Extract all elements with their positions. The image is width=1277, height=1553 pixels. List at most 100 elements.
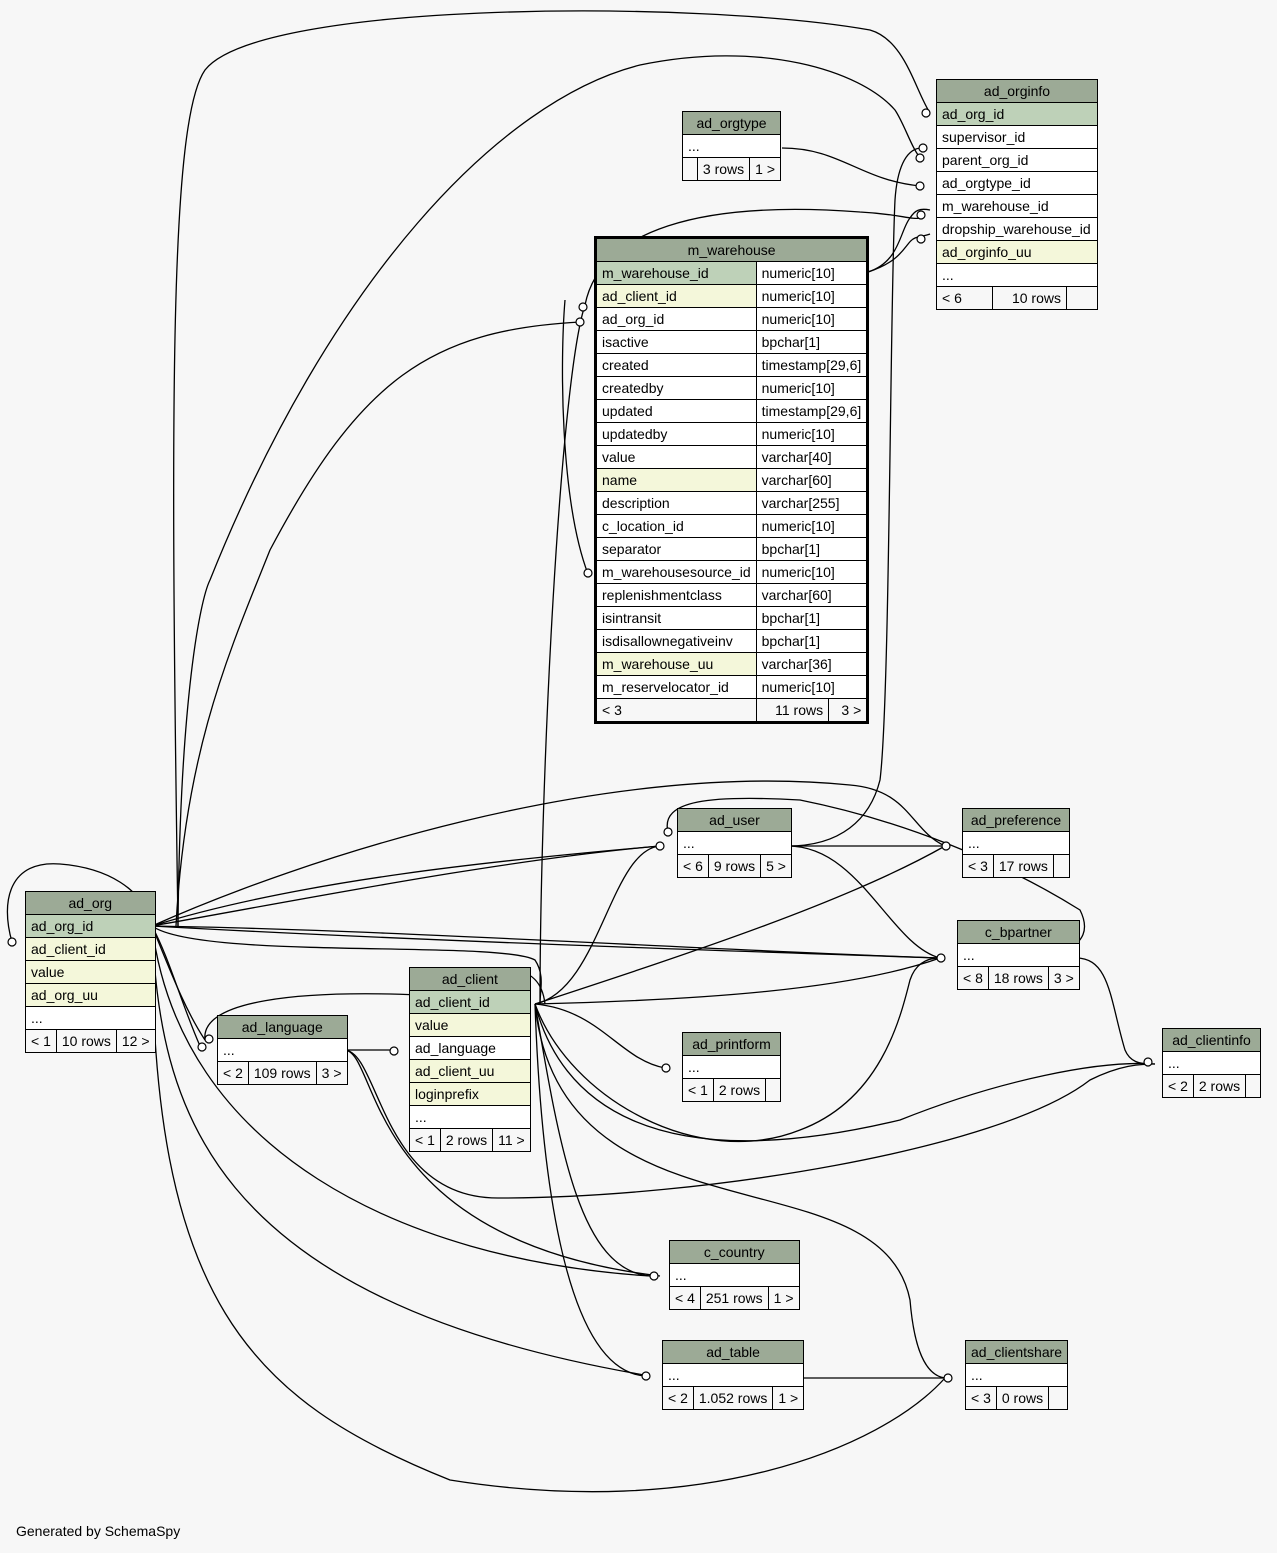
table-title[interactable]: m_warehouse [594, 237, 869, 262]
children-link[interactable]: 1 > [772, 1386, 805, 1410]
parents-link[interactable]: < 4 [669, 1286, 701, 1310]
parents-link[interactable]: < 3 [965, 1386, 997, 1410]
table-ad-orgtype[interactable]: ad_orgtype ... 3 rows 1 > [682, 111, 781, 181]
column-name: value [595, 445, 757, 469]
edge [534, 1003, 946, 1379]
children-link[interactable]: 11 > [492, 1128, 531, 1152]
column-row: parent_org_id [936, 148, 1098, 172]
children-link[interactable]: 3 > [828, 698, 869, 723]
children-link[interactable]: 1 > [767, 1286, 800, 1310]
table-ad-org[interactable]: ad_org ad_org_id ad_client_id value ad_o… [25, 891, 156, 1053]
edge [151, 925, 206, 1041]
children-link[interactable]: 3 > [315, 1061, 348, 1085]
column-name: c_location_id [595, 514, 757, 538]
column-type: numeric[10] [755, 514, 869, 538]
table-ad-language[interactable]: ad_language ... < 2 109 rows 3 > [217, 1015, 348, 1085]
edge [175, 321, 581, 927]
children-link[interactable] [1048, 1386, 1069, 1410]
parents-link[interactable]: < 2 [217, 1061, 249, 1085]
edge-end-marker [389, 1046, 399, 1056]
children-link[interactable] [765, 1078, 781, 1102]
column-row: ad_orgtype_id [936, 171, 1098, 195]
edge [534, 1003, 646, 1377]
row-count: 2 rows [439, 1128, 494, 1152]
table-title[interactable]: ad_printform [682, 1032, 781, 1056]
table-ad-printform[interactable]: ad_printform ... < 1 2 rows [682, 1032, 781, 1102]
edge [787, 147, 921, 847]
column-name: name [595, 468, 757, 492]
column-type: numeric[10] [755, 376, 869, 400]
parents-link[interactable]: < 2 [1162, 1074, 1194, 1098]
children-link[interactable]: 12 > [115, 1029, 156, 1053]
table-ad-table[interactable]: ad_table ... < 2 1.052 rows 1 > [661, 1340, 805, 1410]
parents-link[interactable]: < 6 [936, 286, 993, 310]
parents-link[interactable]: < 1 [682, 1078, 714, 1102]
edge [534, 845, 946, 1005]
children-link[interactable] [1066, 286, 1098, 310]
parents-link[interactable]: < 6 [677, 854, 709, 878]
parents-link[interactable]: < 3 [962, 854, 994, 878]
table-ad-preference[interactable]: ad_preference ... < 3 17 rows [962, 808, 1071, 878]
table-ad-user[interactable]: ad_user ... < 6 9 rows 5 > [677, 808, 792, 878]
parents-link[interactable]: < 1 [409, 1128, 441, 1152]
edge-end-marker [916, 234, 926, 244]
parents-link[interactable] [682, 157, 698, 181]
table-title[interactable]: ad_client [409, 967, 531, 991]
parents-link[interactable]: < 3 [595, 698, 757, 723]
column-name: replenishmentclass [595, 583, 757, 607]
column-name: separator [595, 537, 757, 561]
table-title[interactable]: c_country [669, 1240, 800, 1264]
row-count: 17 rows [992, 854, 1054, 878]
table-title[interactable]: ad_org [25, 891, 156, 915]
column-type: varchar[255] [755, 491, 869, 515]
table-title[interactable]: ad_clientinfo [1162, 1028, 1261, 1052]
table-ad-client[interactable]: ad_client ad_client_id value ad_language… [409, 967, 531, 1152]
table-title[interactable]: c_bpartner [957, 920, 1080, 944]
column-type: numeric[10] [755, 675, 869, 699]
edge-end-marker [941, 841, 951, 851]
table-c-bpartner[interactable]: c_bpartner ... < 8 18 rows 3 > [957, 920, 1080, 990]
column-row: ... [677, 831, 792, 855]
row-count: 3 rows [696, 157, 751, 181]
table-title[interactable]: ad_orginfo [936, 79, 1098, 103]
edge [787, 845, 941, 959]
table-title[interactable]: ad_table [661, 1340, 805, 1364]
children-link[interactable]: 3 > [1047, 966, 1080, 990]
edge [173, 10, 931, 927]
column-name: created [595, 353, 757, 377]
parents-link[interactable]: < 2 [662, 1386, 694, 1410]
column-row: loginprefix [409, 1082, 531, 1106]
column-type: varchar[60] [755, 468, 869, 492]
table-ad-orginfo[interactable]: ad_orginfo ad_org_id supervisor_id paren… [936, 79, 1098, 310]
column-row: value [409, 1013, 531, 1037]
column-name: isactive [595, 330, 757, 354]
table-ad-clientinfo[interactable]: ad_clientinfo ... < 2 2 rows [1162, 1028, 1261, 1098]
table-ad-clientshare[interactable]: ad_clientshare ... < 3 0 rows [964, 1340, 1069, 1410]
table-title[interactable]: ad_orgtype [682, 111, 781, 135]
column-row: ... [669, 1263, 800, 1287]
table-title[interactable]: ad_user [677, 808, 792, 832]
table-title[interactable]: ad_preference [962, 808, 1070, 832]
parents-link[interactable]: < 1 [25, 1029, 57, 1053]
children-link[interactable]: 1 > [749, 157, 781, 181]
children-link[interactable]: 5 > [760, 854, 792, 878]
column-name: m_reservelocator_id [595, 675, 757, 699]
edge [151, 845, 661, 927]
edge [343, 1049, 1156, 1199]
column-name: ad_org_id [595, 307, 757, 331]
column-name: createdby [595, 376, 757, 400]
children-link[interactable] [1052, 854, 1071, 878]
children-link[interactable] [1245, 1074, 1261, 1098]
edge-end-marker [918, 143, 928, 153]
table-title[interactable]: ad_clientshare [964, 1340, 1069, 1364]
table-c-country[interactable]: c_country ... < 4 251 rows 1 > [669, 1240, 800, 1310]
column-name: m_warehouse_id [595, 261, 757, 285]
edge-end-marker [7, 937, 17, 947]
edge-end-marker [575, 317, 585, 327]
edge [534, 1003, 666, 1069]
parents-link[interactable]: < 8 [957, 966, 989, 990]
column-type: numeric[10] [755, 422, 869, 446]
column-type: numeric[10] [755, 307, 869, 331]
table-title[interactable]: ad_language [217, 1015, 348, 1039]
